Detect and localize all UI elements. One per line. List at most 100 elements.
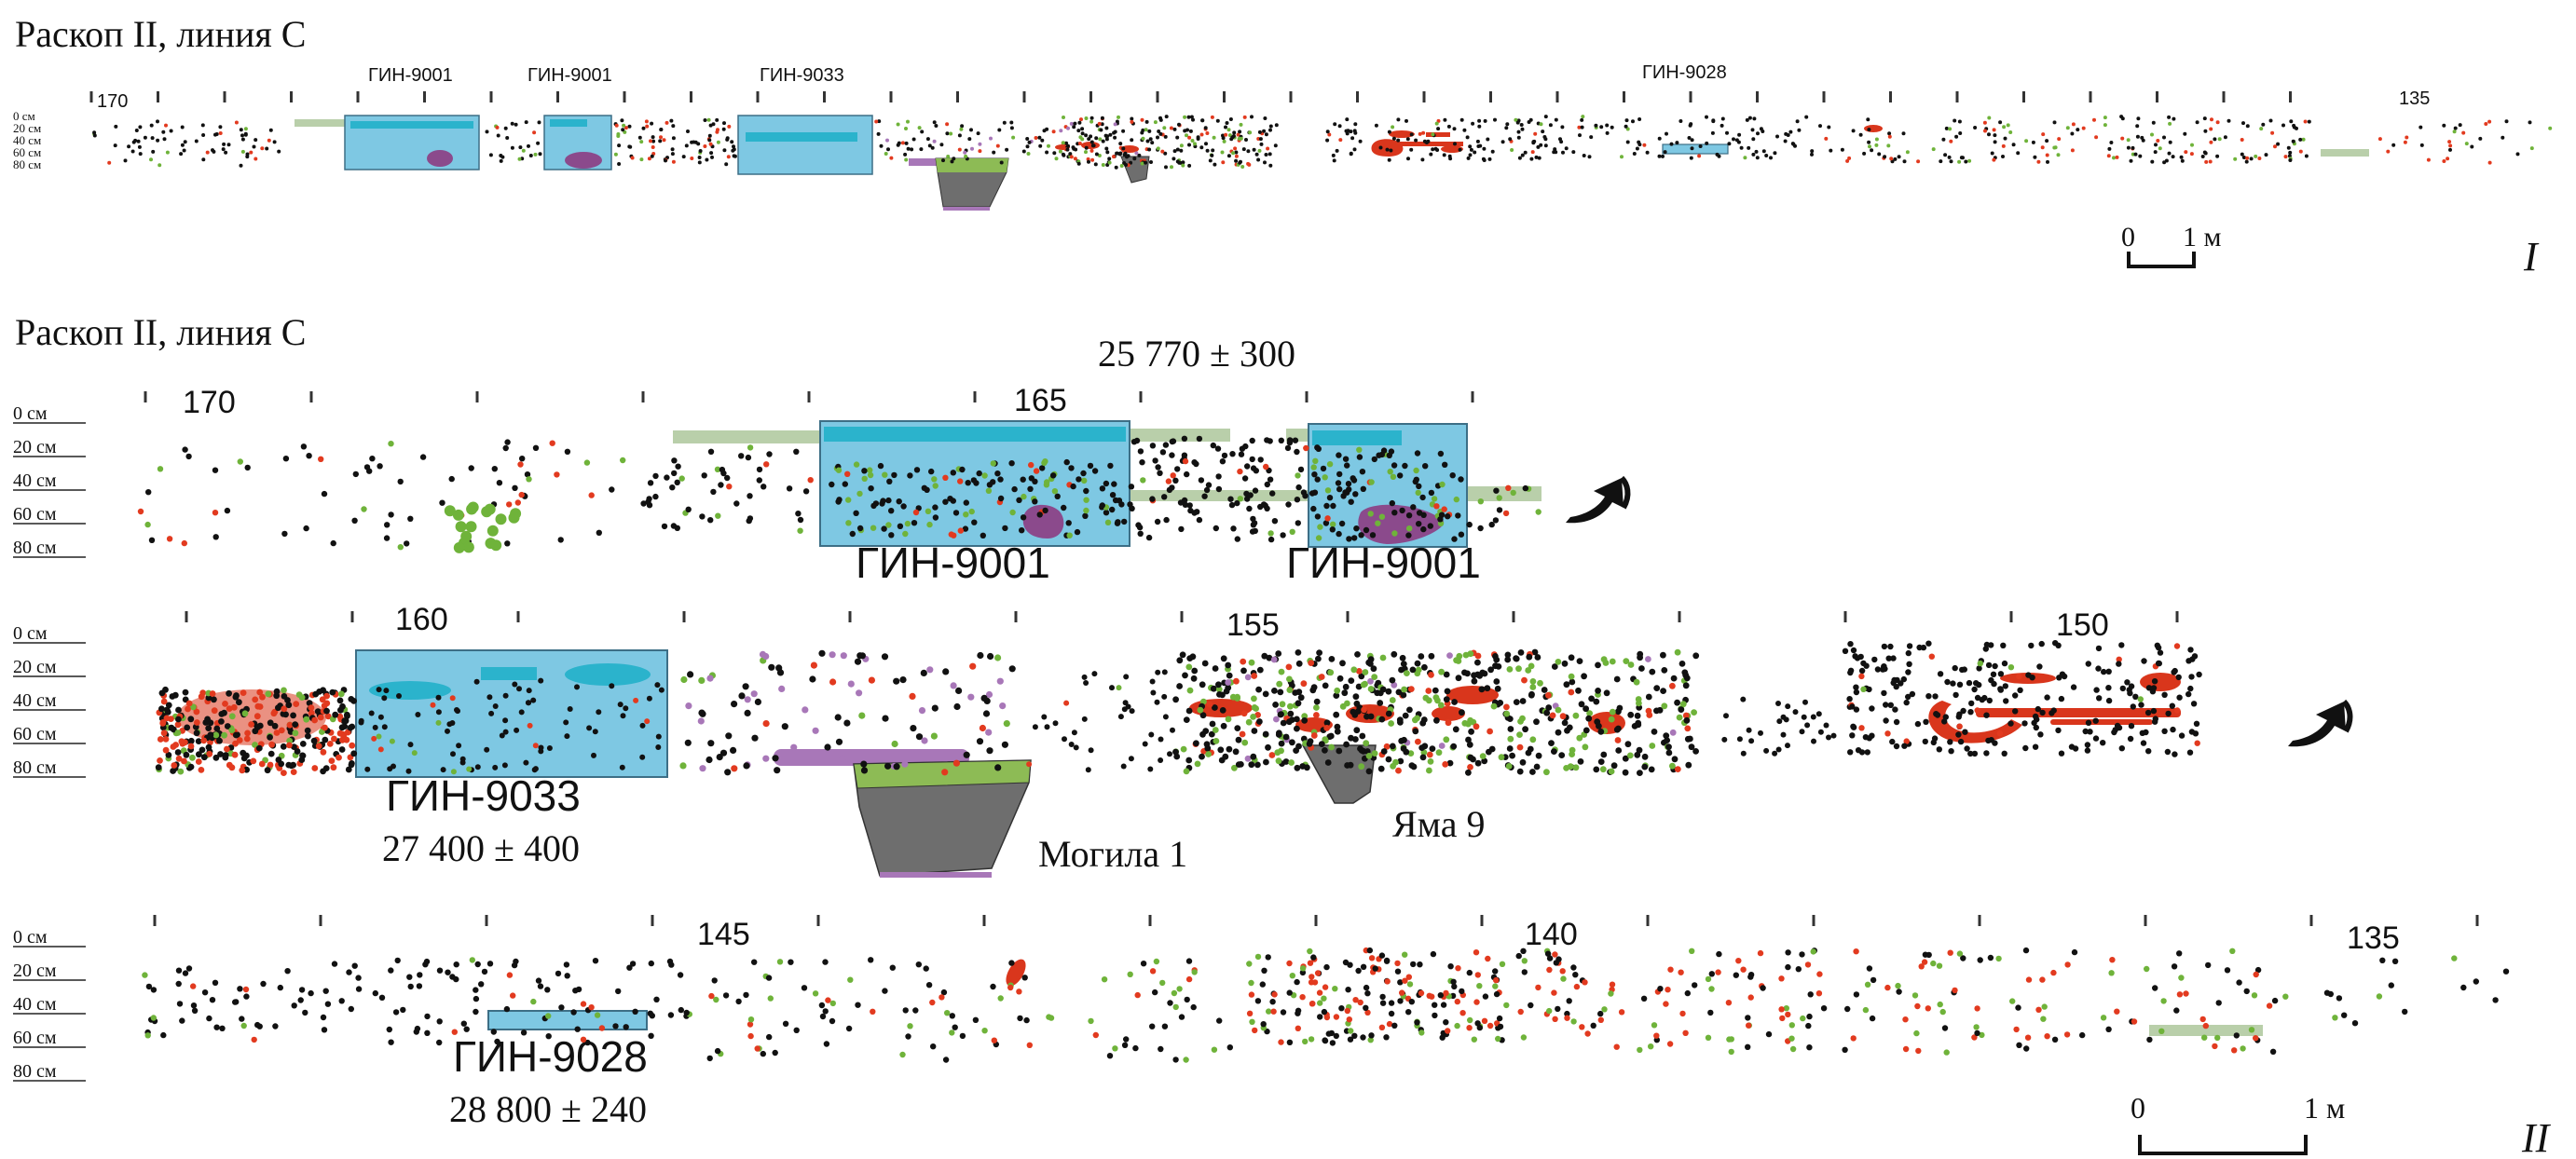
find-point <box>856 689 863 697</box>
find-point <box>655 733 662 740</box>
find-point <box>1678 706 1685 713</box>
find-point <box>721 127 726 131</box>
find-point <box>1555 659 1562 665</box>
find-point <box>1310 732 1318 739</box>
find-point <box>1011 485 1018 493</box>
find-point <box>1348 498 1354 505</box>
find-point <box>1185 133 1188 138</box>
find-point <box>1295 484 1302 491</box>
find-point <box>2167 151 2172 156</box>
find-point <box>1535 509 1541 515</box>
find-point <box>137 144 142 149</box>
find-point <box>1196 516 1203 524</box>
find-point <box>1072 125 1076 130</box>
find-point <box>1252 487 1259 494</box>
find-point <box>1203 486 1211 494</box>
find-point <box>277 984 283 991</box>
find-point <box>1248 130 1253 135</box>
find-point <box>1939 1008 1946 1016</box>
find-point <box>1226 154 1231 158</box>
find-point <box>1223 688 1230 695</box>
scale-bar-II: 0 1 м <box>2131 1091 2345 1155</box>
find-point <box>2249 157 2254 161</box>
find-point <box>1561 660 1569 667</box>
find-point <box>243 752 250 759</box>
sample-label: ГИН-9001 <box>856 539 1050 587</box>
find-point <box>1983 129 1987 133</box>
find-point <box>1385 756 1392 763</box>
find-point <box>962 525 969 532</box>
find-point <box>1645 150 1650 155</box>
find-point <box>1747 974 1754 980</box>
find-point <box>1752 116 1757 121</box>
find-point <box>1040 138 1045 143</box>
find-point <box>1148 731 1155 738</box>
find-point <box>538 152 542 157</box>
find-point <box>1579 1024 1585 1030</box>
find-point <box>1161 693 1168 700</box>
find-point <box>1962 729 1968 735</box>
find-point <box>1268 128 1272 132</box>
find-point <box>1697 154 1702 158</box>
find-point <box>1264 132 1268 137</box>
find-point <box>239 767 246 774</box>
find-point <box>2045 139 2049 143</box>
find-point <box>1410 504 1417 511</box>
find-point <box>1085 767 1091 773</box>
find-point <box>1388 720 1394 727</box>
find-point <box>1698 144 1703 148</box>
find-point <box>716 128 719 132</box>
find-point <box>666 958 674 965</box>
find-point <box>182 970 189 976</box>
find-point <box>847 680 855 688</box>
find-point <box>2176 991 2184 998</box>
find-point <box>1883 717 1889 724</box>
find-point <box>1302 1038 1309 1045</box>
find-point <box>1823 722 1829 729</box>
find-point <box>724 474 731 482</box>
find-point <box>1399 654 1406 661</box>
find-point <box>406 974 413 980</box>
find-point <box>1852 653 1858 660</box>
find-point <box>1405 512 1413 519</box>
find-point <box>925 508 932 514</box>
find-point <box>1175 135 1180 140</box>
find-point <box>1365 768 1373 775</box>
find-point <box>1301 713 1309 720</box>
find-point <box>1769 156 1773 160</box>
find-point <box>1070 483 1076 490</box>
find-point <box>709 151 714 156</box>
find-point <box>2464 142 2469 146</box>
find-point <box>1453 142 1457 146</box>
find-point <box>226 705 233 712</box>
find-point <box>1116 498 1123 504</box>
find-point <box>1170 438 1177 444</box>
find-point <box>424 1013 431 1020</box>
find-point <box>1019 527 1025 534</box>
find-point <box>985 487 993 494</box>
find-point <box>912 1007 919 1014</box>
find-point <box>361 506 367 512</box>
find-point <box>381 724 388 730</box>
find-point <box>1740 750 1747 757</box>
find-point <box>514 499 521 506</box>
find-point <box>450 769 457 775</box>
find-point <box>1372 965 1378 972</box>
find-point <box>2245 156 2250 160</box>
find-point <box>249 150 253 155</box>
find-point <box>907 1023 913 1029</box>
depth-label: 0 см <box>13 109 35 123</box>
find-point <box>202 719 210 726</box>
find-point <box>687 671 694 678</box>
sample-box-inner <box>565 663 651 686</box>
find-point <box>1431 496 1438 502</box>
find-point <box>1191 510 1198 516</box>
find-point <box>300 443 308 450</box>
find-point <box>1294 716 1300 723</box>
find-point <box>2150 707 2158 715</box>
find-point <box>136 139 141 143</box>
find-point <box>2071 948 2078 956</box>
find-point <box>1346 536 1352 542</box>
find-point <box>1104 137 1109 142</box>
find-point <box>1240 165 1245 169</box>
